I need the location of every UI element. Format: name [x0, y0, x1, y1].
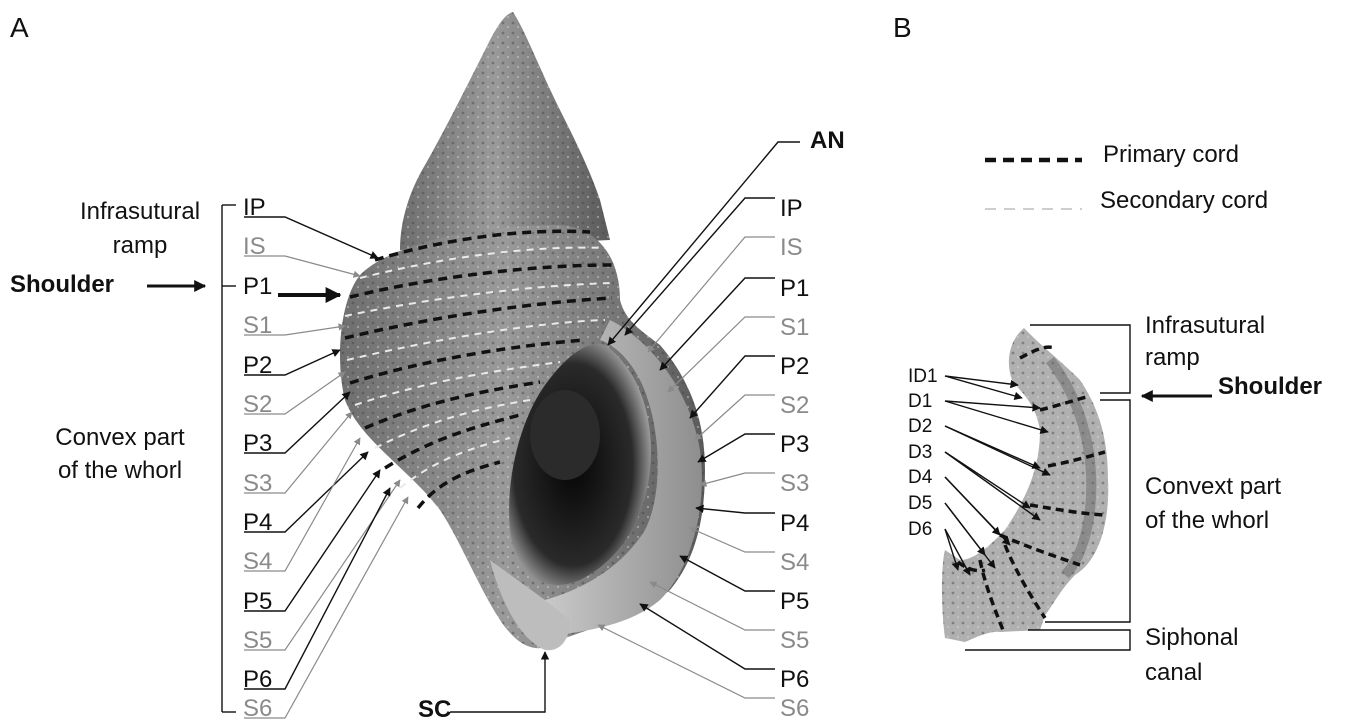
right-leader-p5	[680, 556, 775, 591]
b-cord-label-d4: D4	[908, 467, 933, 488]
left-bracket	[222, 205, 236, 712]
b-shoulder-label: Shoulder	[1218, 373, 1322, 400]
right-cord-label-s6: S6	[780, 695, 809, 722]
b-infrasutural-label-line2: ramp	[1145, 344, 1200, 371]
right-leader-p3	[698, 434, 775, 462]
legend-secondary-label: Secondary cord	[1100, 187, 1268, 214]
right-cord-label-p6: P6	[780, 666, 809, 693]
right-cord-label-is: IS	[780, 234, 803, 261]
left-cord-label-p1: P1	[243, 273, 272, 300]
b-leader-d2-1	[945, 426, 1050, 475]
b-cord-label-d1: D1	[908, 391, 932, 412]
sc-arrow	[450, 652, 545, 712]
right-cord-label-s3: S3	[780, 470, 809, 497]
b-convex-label-line2: of the whorl	[1145, 507, 1269, 534]
infrasutural-ramp-label-line1: Infrasutural	[80, 198, 200, 225]
b-leader-id1-1	[945, 376, 1022, 398]
convex-part-label-line2: of the whorl	[58, 457, 182, 484]
b-cord-label-d2: D2	[908, 416, 932, 437]
b-siphonal-label-line2: canal	[1145, 659, 1202, 686]
infrasutural-ramp-label-line2: ramp	[113, 232, 168, 259]
right-cord-label-p5: P5	[780, 588, 809, 615]
b-cord-label-d3: D3	[908, 442, 932, 463]
shell-b-fragment	[942, 328, 1108, 642]
b-cord-label-d5: D5	[908, 493, 932, 514]
right-cord-label-s2: S2	[780, 392, 809, 419]
right-cord-label-ip: IP	[780, 195, 803, 222]
shell-a-illustration	[340, 12, 705, 650]
panel-a-letter: A	[10, 12, 29, 43]
right-cord-label-s1: S1	[780, 314, 809, 341]
b-siphonal-label-line1: Siphonal	[1145, 624, 1238, 651]
b-infrasutural-label-line1: Infrasutural	[1145, 312, 1265, 339]
legend-primary-label: Primary cord	[1103, 141, 1239, 168]
legend: Primary cord Secondary cord	[985, 141, 1268, 214]
right-leader-s3	[700, 473, 775, 485]
convex-part-label-line1: Convex part	[55, 424, 185, 451]
right-cord-label-s5: S5	[780, 627, 809, 654]
right-cord-label-s4: S4	[780, 549, 809, 576]
right-cord-label-p2: P2	[780, 353, 809, 380]
right-leader-s6	[598, 625, 775, 698]
right-cord-label-p1: P1	[780, 275, 809, 302]
b-leader-id1-0	[945, 376, 1018, 385]
right-leader-is	[648, 237, 775, 352]
b-cord-label-id1: ID1	[908, 366, 938, 387]
panel-b-letter: B	[893, 12, 912, 43]
b-leader-d1-0	[945, 401, 1040, 408]
shoulder-label: Shoulder	[10, 271, 114, 298]
right-leader-p6	[640, 604, 775, 669]
right-cord-label-p4: P4	[780, 510, 809, 537]
an-label: AN	[810, 127, 845, 154]
right-leader-s2	[695, 395, 775, 440]
right-leader-ip	[625, 198, 775, 335]
b-cord-label-d6: D6	[908, 519, 932, 540]
right-leader-p2	[690, 356, 775, 418]
an-arrow	[608, 142, 800, 345]
b-convex-label-line1: Convext part	[1145, 473, 1281, 500]
right-cord-label-p3: P3	[780, 431, 809, 458]
right-leader-p4	[696, 508, 775, 513]
right-leader-s4	[690, 528, 775, 552]
sc-label: SC	[418, 696, 451, 723]
b-leader-d4-1	[945, 477, 1010, 545]
